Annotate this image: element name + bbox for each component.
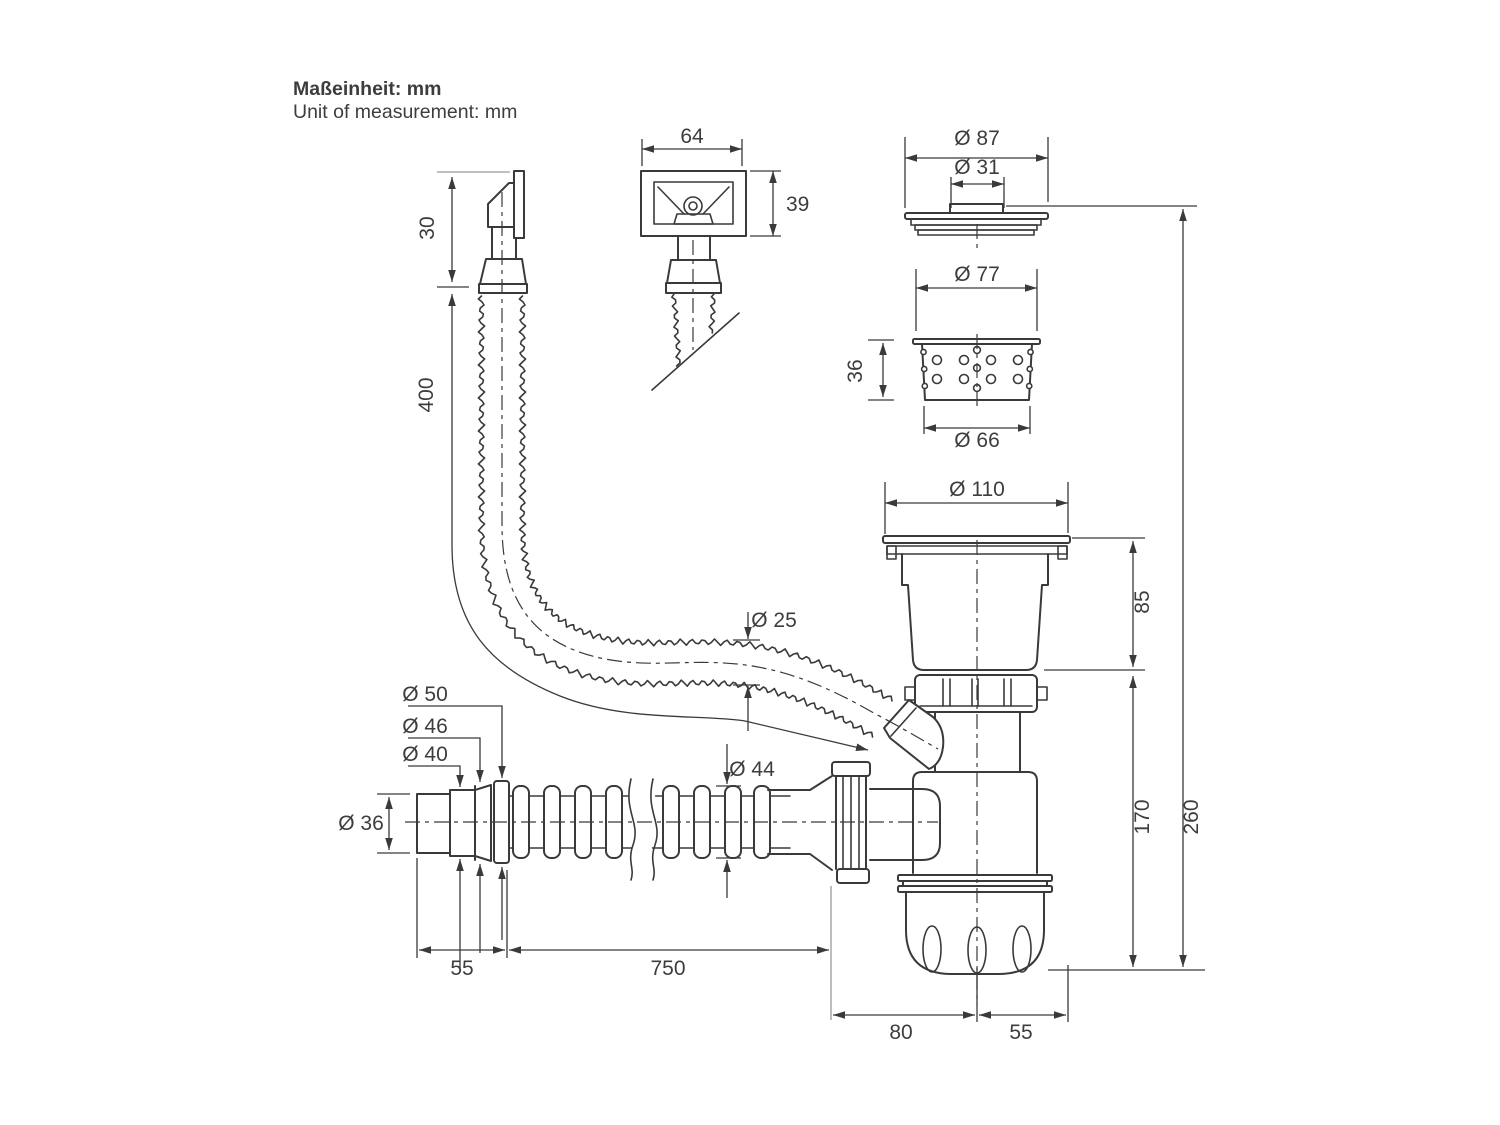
dim-label-170: 170	[1131, 799, 1154, 834]
dim-label-d50: Ø 50	[402, 683, 448, 706]
overflow-cover-front-view	[640, 170, 747, 391]
unit-note: Maßeinheit: mm Unit of measurement: mm	[293, 78, 517, 124]
dim-drain-flange-diameter: Ø 110	[884, 478, 1069, 534]
break-line	[628, 778, 636, 881]
dim-label-d87: Ø 87	[954, 127, 1000, 150]
dim-trap-height: 170	[1048, 676, 1205, 971]
dim-label-d77: Ø 77	[954, 263, 1000, 286]
dim-label-55b: 55	[1009, 1021, 1032, 1044]
trap-cup	[905, 891, 1045, 975]
dim-label-d44: Ø 44	[729, 758, 775, 781]
dim-outlet-end-diameter: Ø 36	[338, 793, 410, 854]
dim-label-85: 85	[1131, 590, 1154, 613]
strainer-basket-view	[912, 334, 1041, 406]
dim-outlet-end-length: 55	[416, 858, 508, 980]
dim-strainer-height: 36	[844, 339, 894, 401]
overflow-connector-side-view	[478, 170, 528, 294]
leader-outlet-d46: Ø 46	[402, 715, 484, 953]
dim-overflow-connector-height: 30	[416, 171, 510, 288]
dim-trap-inlet-offset: 80	[833, 968, 978, 1044]
dim-label-d40: Ø 40	[402, 743, 448, 766]
dim-total-height: 260	[1006, 205, 1203, 967]
overflow-hose	[477, 295, 893, 738]
dim-label-55a: 55	[450, 957, 473, 980]
dim-label-64: 64	[680, 125, 704, 148]
dim-label-80: 80	[889, 1021, 912, 1044]
dim-label-d36: Ø 36	[338, 812, 384, 835]
dim-label-30: 30	[416, 216, 439, 239]
dim-cap-knob-diameter: Ø 31	[950, 156, 1005, 208]
dim-overflow-hose-diameter: Ø 25	[733, 609, 797, 731]
dim-label-d66: Ø 66	[954, 429, 1000, 452]
unit-note-en: Unit of measurement: mm	[293, 101, 518, 123]
trap-inlet-nut	[831, 761, 871, 777]
dim-overflow-hose-length: 400	[415, 294, 869, 751]
dim-strainer-top-diameter: Ø 77	[915, 263, 1038, 331]
dim-label-d25: Ø 25	[751, 609, 797, 632]
dim-outlet-pipe-length: 750	[509, 886, 832, 1020]
dim-label-39: 39	[786, 193, 809, 216]
drain-cap-view	[904, 203, 1049, 252]
dim-label-750: 750	[650, 957, 685, 980]
trap-inlet-horn	[869, 788, 941, 861]
dim-outlet-pipe-diameter: Ø 44	[716, 744, 775, 898]
dim-overflow-cover-height: 39	[750, 170, 809, 237]
overflow-hose-centerline	[501, 192, 939, 750]
dim-drain-body-height: 85	[1044, 537, 1154, 671]
leader-outlet-d50: Ø 50	[402, 683, 506, 940]
dim-label-260: 260	[1180, 799, 1203, 834]
dim-strainer-bottom-diameter: Ø 66	[923, 406, 1031, 452]
dim-label-d110: Ø 110	[949, 478, 1005, 501]
unit-note-de: Maßeinheit: mm	[293, 78, 442, 100]
sink-drain-body	[882, 535, 1071, 713]
dim-label-400: 400	[415, 377, 438, 412]
dim-overflow-cover-width: 64	[641, 125, 743, 166]
dim-trap-right-offset: 55	[979, 965, 1069, 1044]
dim-label-36: 36	[844, 359, 867, 382]
break-line	[650, 778, 658, 881]
dim-label-d31: Ø 31	[954, 156, 1000, 179]
cover-screw-icon	[683, 196, 703, 216]
break-line	[651, 312, 740, 391]
trap-body	[869, 711, 1053, 975]
dim-cap-outer-diameter: Ø 87	[904, 127, 1049, 208]
dim-label-d46: Ø 46	[402, 715, 448, 738]
